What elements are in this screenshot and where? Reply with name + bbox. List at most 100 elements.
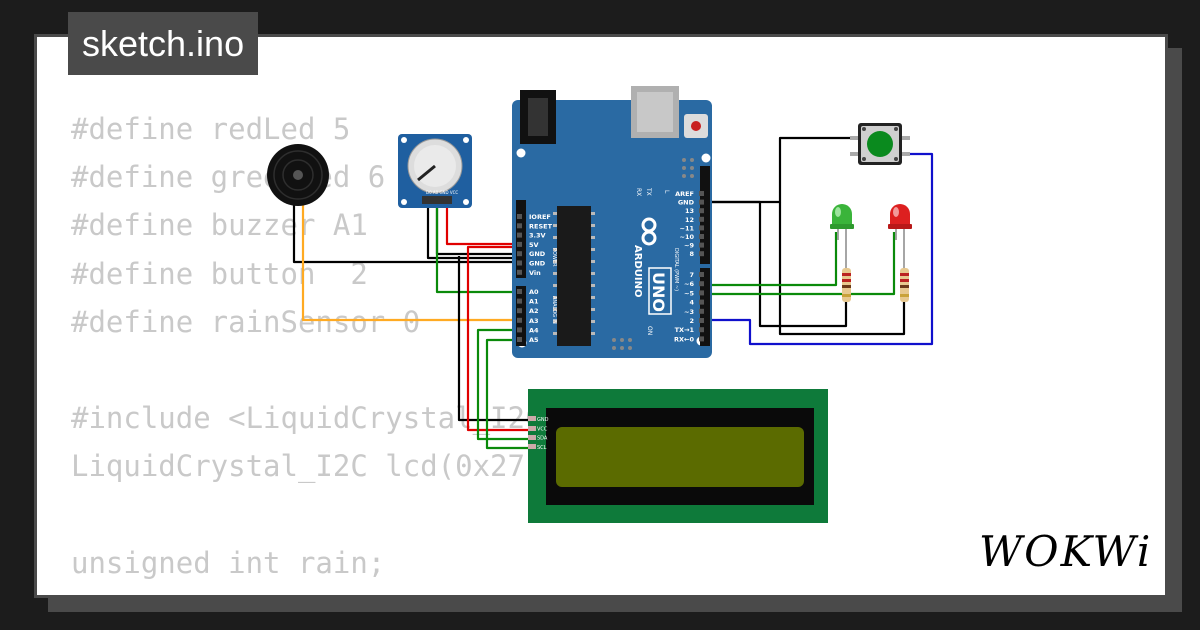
pin-socket[interactable] bbox=[699, 225, 704, 231]
arduino-infinity-logo bbox=[641, 217, 657, 246]
wire-lcd-vcc[interactable] bbox=[466, 245, 530, 432]
pin-labels: IOREFRESET3.3V5VGNDGNDVinA0A1A2A3A4A5ARE… bbox=[517, 190, 704, 344]
resistor-green-led[interactable] bbox=[842, 268, 851, 302]
pin-socket[interactable] bbox=[517, 251, 522, 257]
pin-label: IOREF bbox=[529, 213, 551, 221]
pin-label: TX→1 bbox=[675, 326, 695, 334]
pin-label: Vin bbox=[529, 269, 541, 277]
pin-socket[interactable] bbox=[517, 260, 522, 266]
pin-socket[interactable] bbox=[517, 223, 522, 229]
push-button[interactable] bbox=[850, 123, 910, 165]
power-header-title: POWER bbox=[551, 248, 557, 267]
code-line: bool enable; bbox=[71, 587, 682, 595]
wire-buzzer-gnd[interactable] bbox=[292, 190, 520, 264]
pin-label: A1 bbox=[529, 298, 539, 306]
pin-socket[interactable] bbox=[699, 336, 704, 342]
pin-label: ~10 bbox=[680, 233, 695, 241]
pin-socket[interactable] bbox=[699, 234, 704, 239]
pin-label: 13 bbox=[685, 207, 694, 215]
wire-lcd-sda[interactable] bbox=[476, 328, 530, 441]
led-red[interactable] bbox=[888, 204, 912, 270]
pin-label: ~3 bbox=[684, 308, 694, 316]
lcd-pin-label: GND bbox=[537, 417, 549, 423]
pin-socket[interactable] bbox=[699, 308, 704, 314]
arduino-uno[interactable]: ARDUINO UNO ON TX RX L POWER ANALOG IN D… bbox=[512, 86, 712, 358]
rain-sensor[interactable]: D0 A0 GND VCC bbox=[398, 134, 472, 208]
pin-socket[interactable] bbox=[699, 272, 704, 277]
pin-label: 12 bbox=[685, 216, 694, 224]
wire-buzzer-a1[interactable] bbox=[301, 190, 521, 322]
pin-label: 2 bbox=[689, 317, 694, 325]
pin-socket[interactable] bbox=[517, 327, 522, 333]
pin-label: A2 bbox=[529, 307, 539, 315]
code-line: #define buzzer A1 bbox=[71, 208, 368, 243]
arduino-brand: ARDUINO bbox=[632, 245, 643, 297]
pin-label: 7 bbox=[689, 271, 694, 279]
pin-label: ~11 bbox=[680, 224, 695, 232]
wire-gnd-rail[interactable] bbox=[706, 136, 860, 204]
pin-socket[interactable] bbox=[699, 251, 704, 257]
pin-socket[interactable] bbox=[517, 308, 522, 314]
resistor-red-led[interactable] bbox=[900, 268, 909, 302]
wire-gnd-leds[interactable] bbox=[706, 200, 848, 328]
lcd-pins bbox=[528, 416, 536, 449]
code-line: #define rainSensor 0 bbox=[71, 304, 421, 339]
wire-red-led[interactable] bbox=[706, 232, 896, 296]
pin-label: ~5 bbox=[684, 289, 694, 297]
pin-socket[interactable] bbox=[699, 327, 704, 333]
wire-button[interactable] bbox=[706, 152, 934, 346]
wire-green-led[interactable] bbox=[706, 232, 838, 287]
digital-header-title: DIGITAL (PWM ~) bbox=[673, 248, 679, 291]
pin-socket[interactable] bbox=[699, 191, 704, 196]
file-tab[interactable]: sketch.ino bbox=[68, 12, 259, 75]
pin-socket[interactable] bbox=[699, 318, 704, 323]
wokwi-logo-text: WOKWi bbox=[979, 527, 1150, 576]
pin-socket[interactable] bbox=[517, 241, 522, 247]
pin-label: RESET bbox=[529, 222, 553, 230]
wire-rain-vcc[interactable] bbox=[445, 200, 521, 246]
wire-lcd-gnd[interactable] bbox=[457, 256, 530, 422]
pin-socket[interactable] bbox=[517, 298, 522, 304]
pin-socket[interactable] bbox=[699, 216, 704, 222]
wire-rain-a0[interactable] bbox=[426, 200, 521, 260]
code-line: #define redLed 5 bbox=[71, 112, 351, 146]
pin-socket[interactable] bbox=[699, 199, 704, 205]
tx-label: TX bbox=[645, 187, 652, 196]
analog-header bbox=[516, 286, 526, 346]
power-header bbox=[516, 200, 526, 278]
pin-label: GND bbox=[529, 260, 546, 268]
wire-rain-d0[interactable] bbox=[435, 200, 521, 294]
pin-label: 5V bbox=[529, 241, 539, 249]
rx-label: RX bbox=[635, 188, 642, 196]
analog-header-title: ANALOG IN bbox=[551, 296, 557, 324]
pin-label: AREF bbox=[675, 190, 694, 198]
pin-socket[interactable] bbox=[517, 289, 522, 294]
buzzer[interactable] bbox=[267, 144, 329, 206]
pin-label: A4 bbox=[529, 326, 539, 334]
pin-socket[interactable] bbox=[517, 214, 522, 219]
pin-label: RX←0 bbox=[674, 335, 694, 343]
pin-label: 3.3V bbox=[529, 232, 546, 240]
pin-label: A5 bbox=[529, 336, 539, 344]
pin-socket[interactable] bbox=[517, 317, 522, 323]
pin-label: ~6 bbox=[684, 280, 694, 288]
code-line: #define button 2 bbox=[71, 256, 368, 291]
led-green[interactable] bbox=[830, 204, 854, 270]
pin-socket[interactable] bbox=[517, 337, 522, 342]
pin-socket[interactable] bbox=[517, 269, 522, 275]
pin-socket[interactable] bbox=[699, 299, 704, 305]
pin-socket[interactable] bbox=[517, 232, 522, 238]
lcd-screen bbox=[556, 427, 804, 487]
pin-socket[interactable] bbox=[699, 242, 704, 248]
pin-label: A0 bbox=[529, 288, 539, 296]
pin-socket[interactable] bbox=[699, 208, 704, 214]
pin-label: A3 bbox=[529, 317, 539, 325]
pin-socket[interactable] bbox=[699, 290, 704, 296]
l-label: L bbox=[663, 190, 670, 194]
wire-gnd-led-red[interactable] bbox=[778, 202, 906, 336]
pin-socket[interactable] bbox=[699, 281, 704, 287]
wire-lcd-scl[interactable] bbox=[485, 338, 530, 450]
svg-text:D0 A0 GND VCC: D0 A0 GND VCC bbox=[426, 190, 458, 195]
